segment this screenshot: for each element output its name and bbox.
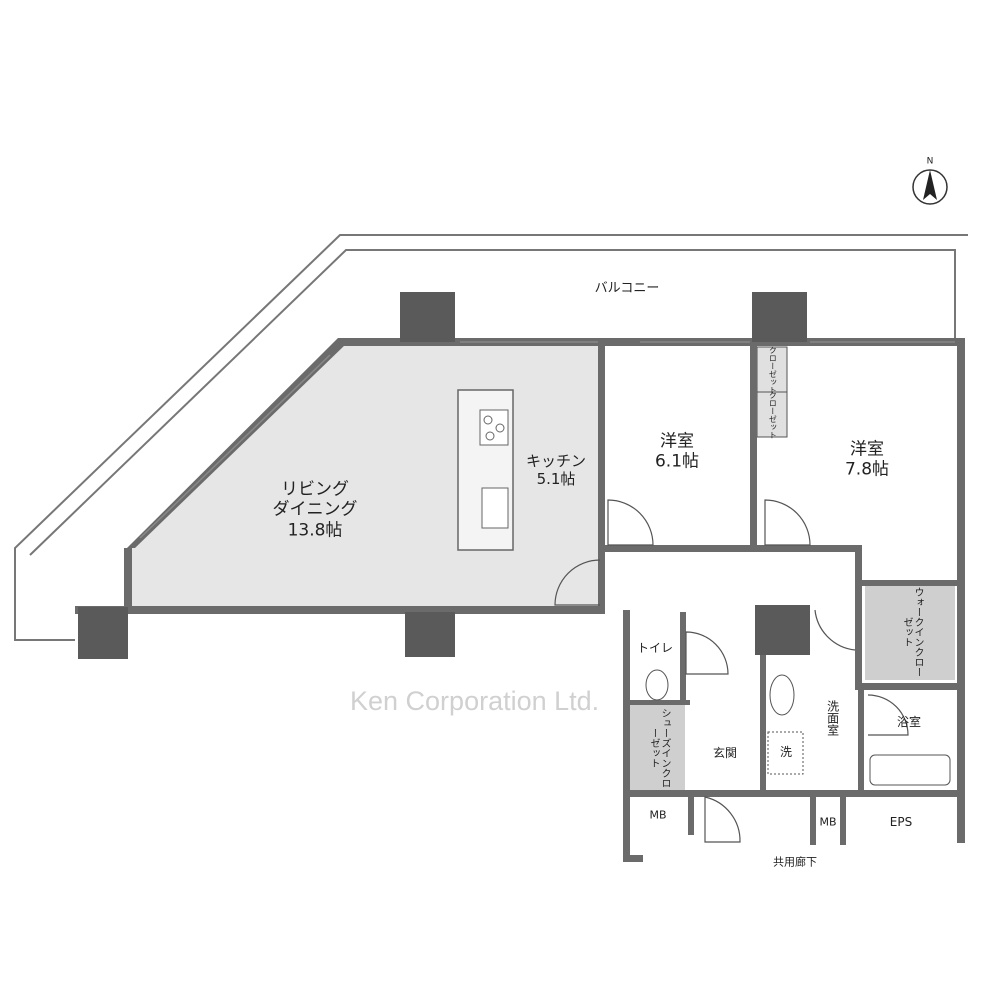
bathroom-label: 浴室 (896, 714, 922, 729)
closet-area-2 (756, 391, 788, 438)
western-room-2-name: 洋室 (849, 439, 884, 460)
stove (479, 409, 509, 446)
balcony-outer-line (14, 234, 968, 641)
kitchen-label: キッチン 5.1帖 (526, 452, 586, 488)
living-dining-label: リビング ダイニング 13.8帖 (273, 479, 358, 540)
mb-1-label: MB (649, 808, 667, 822)
structural-columns (78, 292, 810, 659)
western-room-2-label: 洋室 7.8帖 (845, 440, 889, 481)
entrance-label: 玄関 (712, 745, 738, 760)
western-room-1-size: 6.1帖 (654, 452, 700, 472)
door-swings (554, 499, 909, 843)
kitchen-name: キッチン (525, 452, 587, 470)
balcony-inner-line (29, 249, 956, 556)
walkin-closet-area (865, 585, 955, 680)
balcony-label: バルコニー (594, 281, 660, 297)
toilet-label: トイレ (636, 640, 674, 655)
north-arrow-icon (912, 169, 948, 205)
western-room-1-name: 洋室 (659, 431, 694, 452)
mb-2-label: MB (819, 815, 837, 829)
washer-space (767, 731, 804, 775)
shoe-closet-label: シューズインクローゼット (648, 708, 670, 788)
western-room-2-size: 7.8帖 (844, 460, 890, 480)
walkin-closet-label: ウォークインクローゼット (901, 587, 923, 677)
washroom-label: 洗面室 (825, 700, 840, 736)
bathtub (869, 754, 951, 786)
sink (481, 487, 509, 529)
north-label: N (926, 156, 934, 167)
watermark: Ken Corporation Ltd. (350, 686, 600, 716)
eps-label: EPS (889, 814, 913, 829)
windows (139, 341, 955, 539)
closet-2-label: クローゼット (768, 391, 778, 439)
wash-basin (769, 674, 795, 716)
corridor-label: 共用廊下 (773, 855, 817, 869)
toilet-fixture (645, 669, 669, 701)
kitchen-size: 5.1帖 (536, 470, 576, 488)
living-label: リビング (281, 479, 349, 500)
living-size: 13.8帖 (287, 520, 343, 541)
western-room-1-label: 洋室 6.1帖 (655, 432, 699, 473)
dining-label: ダイニング (272, 499, 358, 520)
shoe-closet-area (630, 705, 685, 790)
washer-label: 洗 (779, 744, 793, 759)
closet-1-label: クローゼット (768, 346, 778, 394)
